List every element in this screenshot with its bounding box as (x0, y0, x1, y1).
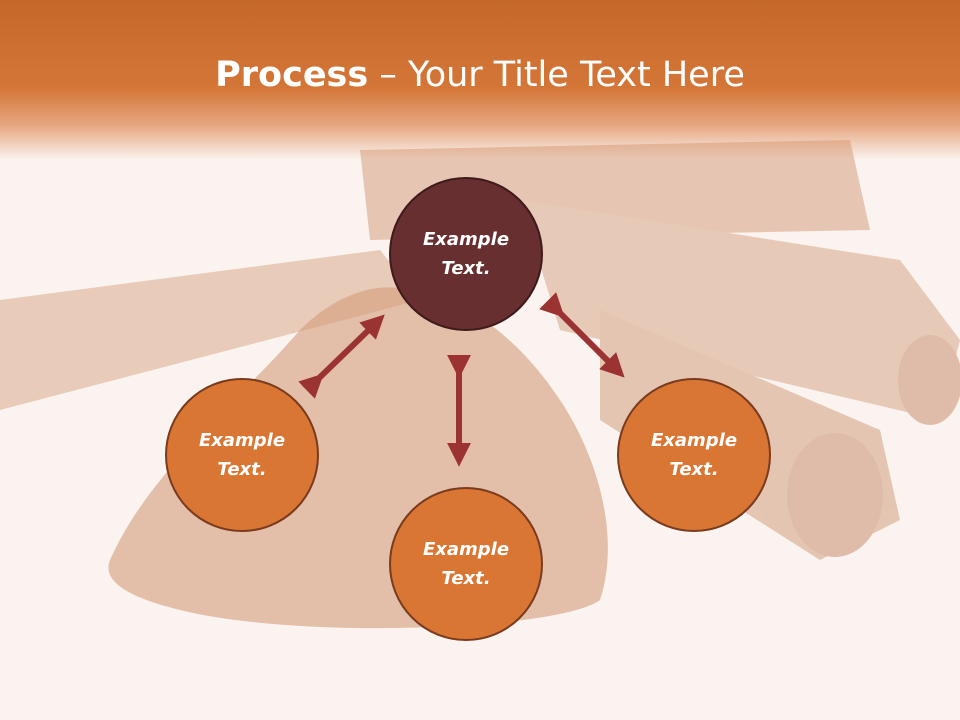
process-circle-left[interactable]: Example Text. (165, 378, 319, 532)
process-circle-right[interactable]: Example Text. (617, 378, 771, 532)
circle-top-line2: Text. (441, 258, 491, 279)
title-rest: – Your Title Text Here (368, 55, 745, 95)
double-arrow-right (539, 292, 625, 378)
process-circle-bottom[interactable]: Example Text. (389, 487, 543, 641)
process-circle-top[interactable]: Example Text. (389, 177, 543, 331)
circle-right-line2: Text. (669, 459, 719, 480)
circle-left-line1: Example (198, 430, 286, 451)
circle-bottom-line2: Text. (441, 568, 491, 589)
title-band (0, 0, 960, 160)
double-arrow-left (298, 314, 385, 399)
circle-left-line2: Text. (217, 459, 267, 480)
title-bold: Process (215, 55, 369, 95)
slide-title[interactable]: Process – Your Title Text Here (0, 52, 960, 98)
circle-bottom-line1: Example (422, 539, 510, 560)
circle-top-line1: Example (422, 229, 510, 250)
circle-right-line1: Example (650, 430, 738, 451)
